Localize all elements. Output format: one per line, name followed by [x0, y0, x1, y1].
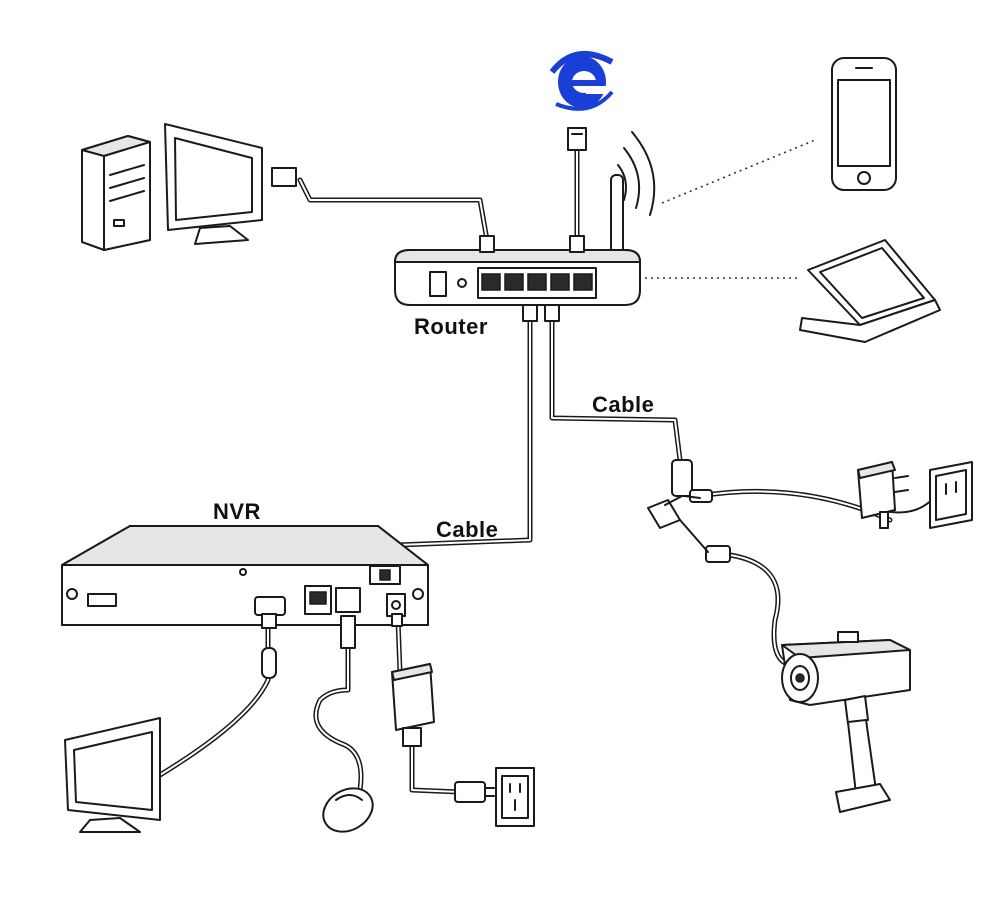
camera-cable-splitter: [647, 459, 731, 563]
wifi-signal-icon: [617, 131, 656, 216]
desktop-computer: [81, 135, 151, 251]
router-label: Router: [414, 314, 488, 339]
nvr-monitor: [64, 647, 277, 833]
camera-power-adapter: [857, 461, 909, 529]
laptop: [799, 239, 941, 343]
nvr-wall-socket: [495, 767, 535, 827]
cables: [157, 147, 941, 795]
nvr-power-adapter: [391, 663, 435, 747]
desktop-monitor: [164, 123, 263, 245]
nvr-power-plug: [454, 781, 495, 803]
ip-camera: [781, 631, 911, 813]
internet-explorer-icon: [549, 51, 614, 111]
smartphone: [831, 57, 897, 191]
cable-label-camera: Cable: [592, 392, 655, 417]
router: [394, 174, 641, 322]
nvr-label: NVR: [213, 499, 261, 524]
mouse: [322, 787, 374, 833]
camera-wall-socket: [929, 461, 973, 529]
nvr-device: [61, 525, 429, 649]
internet-rj45-plug: [567, 127, 587, 151]
wireless-links: [645, 139, 816, 279]
pc-rj45-plug: [271, 167, 297, 187]
cable-label-nvr: Cable: [436, 517, 499, 542]
